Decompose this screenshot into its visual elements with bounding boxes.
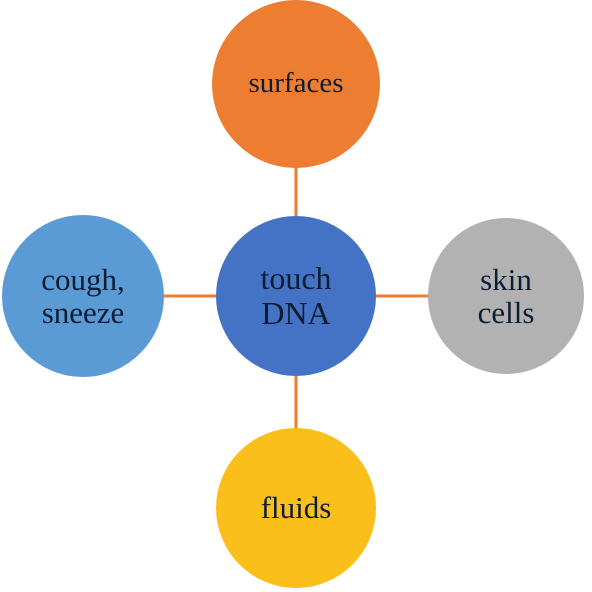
node-right-label: skin cells: [428, 218, 584, 374]
node-right-text-line-2: cells: [477, 295, 535, 330]
node-left-label: cough, sneeze: [2, 215, 164, 377]
node-center-circle: [216, 216, 376, 376]
node-center-text-line-1: touch: [260, 260, 332, 297]
node-center-text-line-2: DNA: [261, 295, 331, 331]
node-bottom-text-line-1: fluids: [260, 490, 332, 526]
node-left-circle: [2, 215, 164, 377]
node-bottom-circle: [216, 428, 376, 588]
node-center-label: touch DNA: [216, 216, 376, 376]
node-right-circle: [428, 218, 584, 374]
node-top-label: surfaces: [212, 0, 380, 168]
node-left-text-line-2: sneeze: [41, 295, 125, 330]
node-right-text-line-1: skin: [480, 261, 532, 297]
node-top-circle: [212, 0, 380, 168]
node-bottom-label: fluids: [216, 428, 376, 588]
node-left-text-line-1: cough,: [41, 261, 125, 297]
node-top-text-line-1: surfaces: [248, 67, 344, 100]
